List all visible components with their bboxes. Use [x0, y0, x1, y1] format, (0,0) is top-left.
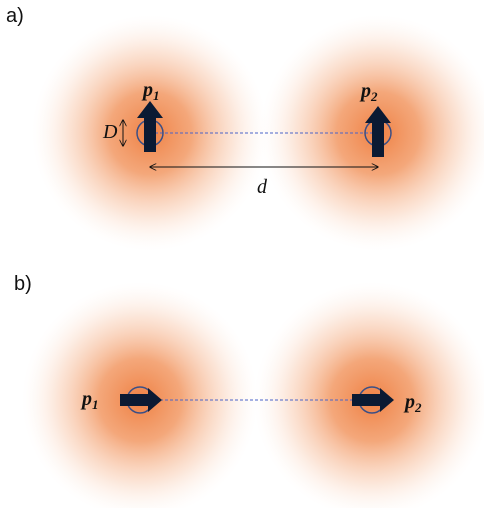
dipole-label-b1: p1 [80, 388, 99, 412]
distance-label: d [257, 176, 268, 198]
diameter-label: D [102, 121, 118, 143]
panel-b-label: b) [14, 273, 32, 295]
dipole-arrow-b2 [352, 388, 394, 412]
dipole-label-b2: p2 [403, 391, 422, 415]
dipole-label-a1: p1 [141, 79, 160, 103]
panel-a-label: a) [6, 5, 24, 27]
dipole-arrow-b1 [120, 388, 162, 412]
dipole-arrow-a2 [365, 106, 391, 157]
dipole-arrow-a1 [137, 101, 163, 152]
dipole-label-a2: p2 [359, 80, 378, 104]
